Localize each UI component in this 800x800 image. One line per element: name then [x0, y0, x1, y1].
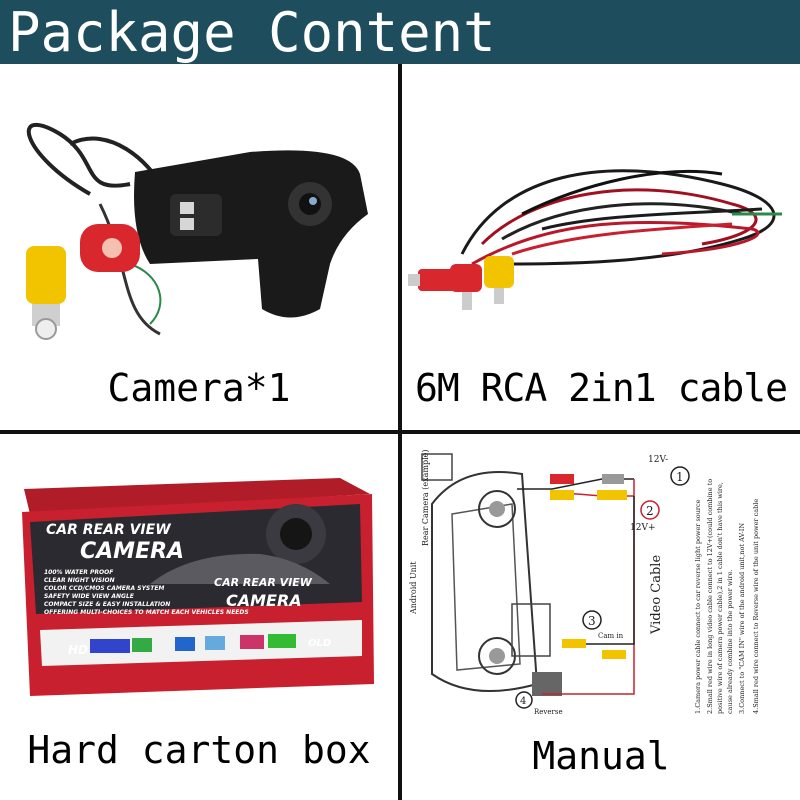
- manual-num2: 2: [646, 504, 654, 518]
- manual-num1: 1: [676, 470, 684, 484]
- manual-video-cable: Video Cable: [649, 555, 664, 635]
- box-feature: OFFERING MULTI-CHOICES TO MATCH EACH VEH…: [44, 609, 249, 616]
- box-feature: 100% WATER PROOF: [44, 569, 114, 576]
- box-feature: CLEAR NIGHT VISION: [44, 577, 115, 584]
- box-feature: COLOR CCD/CMOS CAMERA SYSTEM: [44, 585, 164, 592]
- manual-cell: 1 2 3 4 12V- 12V+ Cam in Reverse Rear Ca…: [402, 434, 800, 800]
- manual-caption: Manual: [532, 734, 670, 778]
- cable-image: [408, 169, 782, 310]
- camera-image: [26, 122, 368, 340]
- manual-reverse: Reverse: [534, 708, 563, 716]
- manual-notes: 1.Camera power cable connect to car reve…: [694, 479, 760, 714]
- manual-rear-camera: Rear Camera (example): [421, 450, 430, 547]
- box-front-label-main: CAMERA: [226, 591, 302, 610]
- box-caption: Hard carton box: [27, 728, 371, 772]
- box-features: 100% WATER PROOF CLEAR NIGHT VISION COLO…: [44, 569, 249, 616]
- manual-num4: 4: [520, 696, 526, 707]
- box-image: HD OLD CAR REAR VIEW CAMERA 100% WATER P…: [22, 478, 374, 696]
- grid-divider-horizontal: [0, 430, 800, 434]
- manual-note: 1.Camera power cable connect to car reve…: [694, 499, 702, 714]
- camera-cell: Camera*1: [0, 64, 398, 430]
- manual-note: positive wire of camera power cable),2 i…: [716, 482, 724, 714]
- box-front-label-top: CAR REAR VIEW: [214, 576, 313, 589]
- manual-android-unit: Android Unit: [409, 561, 418, 615]
- manual-note: cause already combine into the power wir…: [726, 569, 734, 714]
- manual-12v-plus: 12V+: [630, 523, 656, 533]
- box-feature: COMPACT SIZE & EASY INSTALLATION: [44, 601, 170, 608]
- header-banner: Package Content: [0, 0, 800, 64]
- manual-note: 3.Connect to "CAM IN" wire of the androi…: [738, 523, 746, 714]
- manual-note: 4.Small red wire connect to Reverse wire…: [752, 499, 760, 714]
- box-label-top: CAR REAR VIEW: [46, 522, 171, 538]
- strip-hd: HD: [68, 643, 88, 657]
- strip-old: OLD: [308, 638, 331, 649]
- manual-12v-minus: 12V-: [648, 455, 668, 465]
- manual-num3: 3: [588, 614, 596, 628]
- box-cell: HD OLD CAR REAR VIEW CAMERA 100% WATER P…: [0, 434, 398, 800]
- color-strip: [90, 634, 296, 653]
- manual-image: 1 2 3 4 12V- 12V+ Cam in Reverse Rear Ca…: [409, 450, 760, 717]
- camera-caption: Camera*1: [107, 366, 291, 410]
- cable-cell: 6M RCA 2in1 cable: [402, 64, 800, 430]
- box-feature: SAFETY WIDE VIEW ANGLE: [44, 593, 135, 600]
- page-title: Package Content: [8, 1, 496, 64]
- manual-cam-in: Cam in: [598, 632, 624, 640]
- cable-caption: 6M RCA 2in1 cable: [415, 366, 788, 410]
- box-label-main: CAMERA: [80, 539, 184, 564]
- manual-note: 2.Small red wire in long video cable con…: [706, 479, 714, 714]
